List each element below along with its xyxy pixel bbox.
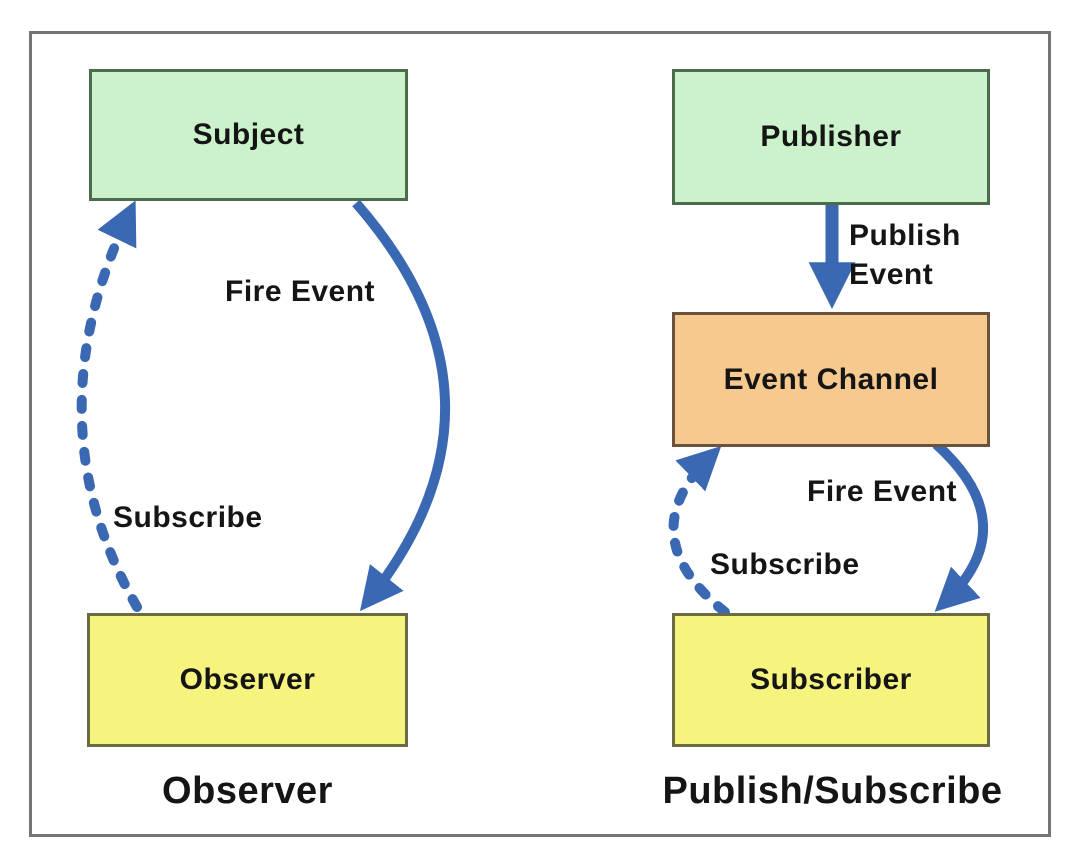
event-channel-box: Event Channel [672,312,990,447]
pubsub-pattern-caption: Publish/Subscribe [662,770,1003,812]
observer-box: Observer [87,613,408,747]
subject-box: Subject [89,69,408,201]
fire-event-label-left: Fire Event [225,275,376,308]
fire-event-label-right: Fire Event [807,475,958,508]
subscriber-box-label: Subscriber [750,663,912,696]
observer-pattern-caption: Observer [162,770,333,812]
subscribe-label-left: Subscribe [113,501,263,534]
subscribe-label-right: Subscribe [710,548,860,581]
observer-box-label: Observer [179,663,316,696]
publisher-box: Publisher [672,69,990,205]
event-channel-box-label: Event Channel [723,362,939,396]
publisher-box-label: Publisher [760,120,902,153]
subject-box-label: Subject [192,118,305,151]
publish-event-label-line1: Publish [849,219,961,252]
publish-event-label-line2: Event [849,258,934,291]
subscriber-box: Subscriber [672,613,990,747]
